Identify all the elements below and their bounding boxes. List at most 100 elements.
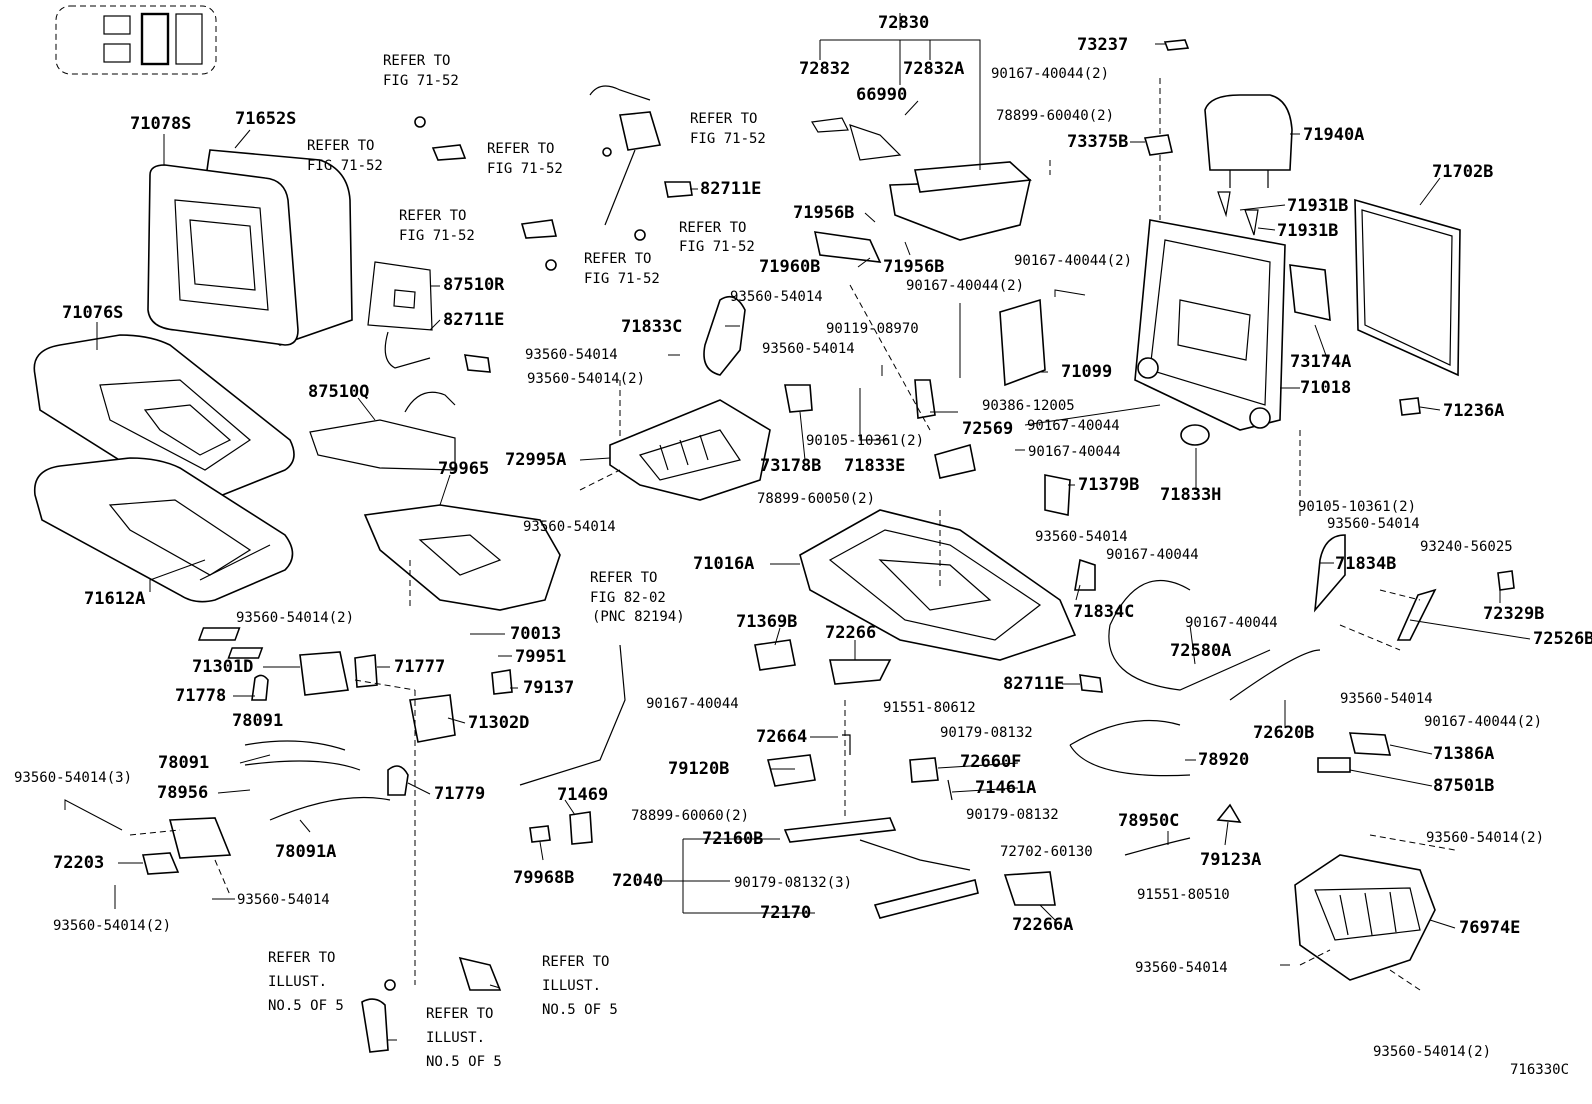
- part-label: 71834B: [1335, 554, 1396, 574]
- knob-72329B-icon: [1497, 570, 1515, 591]
- fastener-label: 93560-54014: [730, 289, 823, 305]
- fastener-label: 93560-54014: [1327, 516, 1420, 532]
- cable-82194-icon: [519, 644, 626, 786]
- part-label: 72569: [962, 419, 1013, 439]
- part-label: 78956: [157, 783, 208, 803]
- part-label: 71779: [434, 784, 485, 804]
- part-label: 73237: [1077, 35, 1128, 55]
- fastener-labels: 90167-40044(2) 78899-60040(2) 90167-4004…: [14, 66, 1544, 1060]
- bolt-icon: [545, 259, 557, 271]
- spring-71833H-icon: [1180, 424, 1210, 446]
- refer-note-line: FIG 71-52: [690, 131, 766, 147]
- recliner-71302D-icon: [409, 694, 456, 743]
- fastener-label: 78899-60060(2): [631, 808, 749, 824]
- fastener-label: 90167-40044: [1185, 615, 1278, 631]
- part-label: 79965: [438, 459, 489, 479]
- part-label: 72040: [612, 871, 663, 891]
- refer-note-line: REFER TO: [426, 1006, 493, 1022]
- part-label: 78091A: [275, 842, 336, 862]
- part-label: 71833C: [621, 317, 682, 337]
- headrest-guide-icon: [1217, 191, 1259, 236]
- fastener-label: 91551-80612: [883, 700, 976, 716]
- part-label: 71461A: [975, 778, 1036, 798]
- seatbelt-buckle-icon: [431, 144, 558, 239]
- fastener-label: 78899-60040(2): [996, 108, 1114, 124]
- fastener-label: 72702-60130: [1000, 844, 1093, 860]
- cables-78091-icon: [244, 740, 391, 821]
- refer-note-line: ILLUST.: [426, 1030, 485, 1046]
- refer-note-line: REFER TO: [542, 954, 609, 970]
- part-label: 78091: [158, 753, 209, 773]
- fastener-label: 93560-54014(2): [236, 610, 354, 626]
- part-label: 87510Q: [308, 382, 369, 402]
- side-cover-71099-icon: [999, 298, 1046, 387]
- seat-cushion-pad-icon: [33, 457, 294, 603]
- part-label: 72664: [756, 727, 807, 747]
- part-label: 72266: [825, 623, 876, 643]
- part-label: 72995A: [505, 450, 566, 470]
- part-label: 71236A: [1443, 401, 1504, 421]
- refer-note-line: FIG 71-52: [584, 271, 660, 287]
- armrest-tray-icon: [811, 117, 1032, 241]
- leader-lines: [64, 13, 1531, 1041]
- cable-72580A-icon: [1108, 580, 1271, 691]
- refer-note-line: FIG 71-52: [679, 239, 755, 255]
- fastener-label: 90179-08132: [966, 807, 1059, 823]
- cover-71833E-icon: [934, 443, 976, 479]
- refer-note-line: REFER TO: [590, 570, 657, 586]
- bracket-73174A-icon: [1289, 264, 1331, 322]
- part-label: 71099: [1061, 362, 1112, 382]
- fastener-label: 93560-54014(2): [1373, 1044, 1491, 1060]
- pin-72664-icon: [842, 734, 851, 755]
- cap-73237-icon: [1163, 39, 1190, 51]
- refer-note-line: REFER TO: [383, 53, 450, 69]
- fastener-label: 90167-40044(2): [1014, 253, 1132, 269]
- fastener-label: 90179-08132(3): [734, 875, 852, 891]
- part-label: 66990: [856, 85, 907, 105]
- cover-79137-icon: [491, 669, 513, 695]
- part-label: 78091: [232, 711, 283, 731]
- harness-78950C-icon: [1124, 837, 1191, 856]
- clip-82711E-icon: [1079, 674, 1103, 693]
- refer-illust-part-icon: [361, 998, 389, 1053]
- module-87501B-icon: [1317, 757, 1351, 773]
- part-label: 72203: [53, 853, 104, 873]
- pulley-72660F-icon: [909, 757, 939, 783]
- refer-note-line: (PNC 82194): [592, 609, 685, 625]
- tray-72995A-icon: [609, 399, 771, 501]
- refer-note-line: FIG 71-52: [487, 161, 563, 177]
- part-label: 72266A: [1012, 915, 1073, 935]
- refer-note-line: ILLUST.: [542, 978, 601, 994]
- refer-note-line: REFER TO: [487, 141, 554, 157]
- refer-note-line: REFER TO: [268, 950, 335, 966]
- figure-code: 716330C: [1510, 1062, 1569, 1078]
- fastener-label: 90167-40044(2): [1424, 714, 1542, 730]
- refer-note-line: NO.5 OF 5: [426, 1054, 502, 1070]
- part-label: 76974E: [1459, 918, 1520, 938]
- seat-pan-icon: [363, 504, 561, 611]
- fastener-label: 90167-40044(2): [991, 66, 1109, 82]
- part-label: 72526B: [1533, 629, 1592, 649]
- refer-note-line: NO.5 OF 5: [542, 1002, 618, 1018]
- refer-note-line: REFER TO: [584, 251, 651, 267]
- part-label: 71302D: [468, 713, 529, 733]
- pad-79951-icon: [227, 647, 264, 659]
- fastener-label: 90167-40044: [646, 696, 739, 712]
- cover-71779-icon: [387, 765, 409, 796]
- part-label: 79120B: [668, 759, 729, 779]
- part-label: 71702B: [1432, 162, 1493, 182]
- heater-mat-icon: [367, 261, 433, 369]
- pad-70013-icon: [197, 627, 241, 641]
- part-label: 72170: [760, 903, 811, 923]
- switch-71469-icon: [569, 811, 593, 845]
- fastener-label: 93560-54014: [523, 519, 616, 535]
- fastener-label: 93560-54014(2): [1426, 830, 1544, 846]
- refer-note-line: FIG 82-02: [590, 590, 666, 606]
- cover-71834B-icon: [1313, 534, 1346, 613]
- part-label: 78950C: [1118, 811, 1179, 831]
- part-label: 71078S: [130, 114, 191, 134]
- part-label: 71469: [557, 785, 608, 805]
- bracket-72203-icon: [141, 852, 180, 875]
